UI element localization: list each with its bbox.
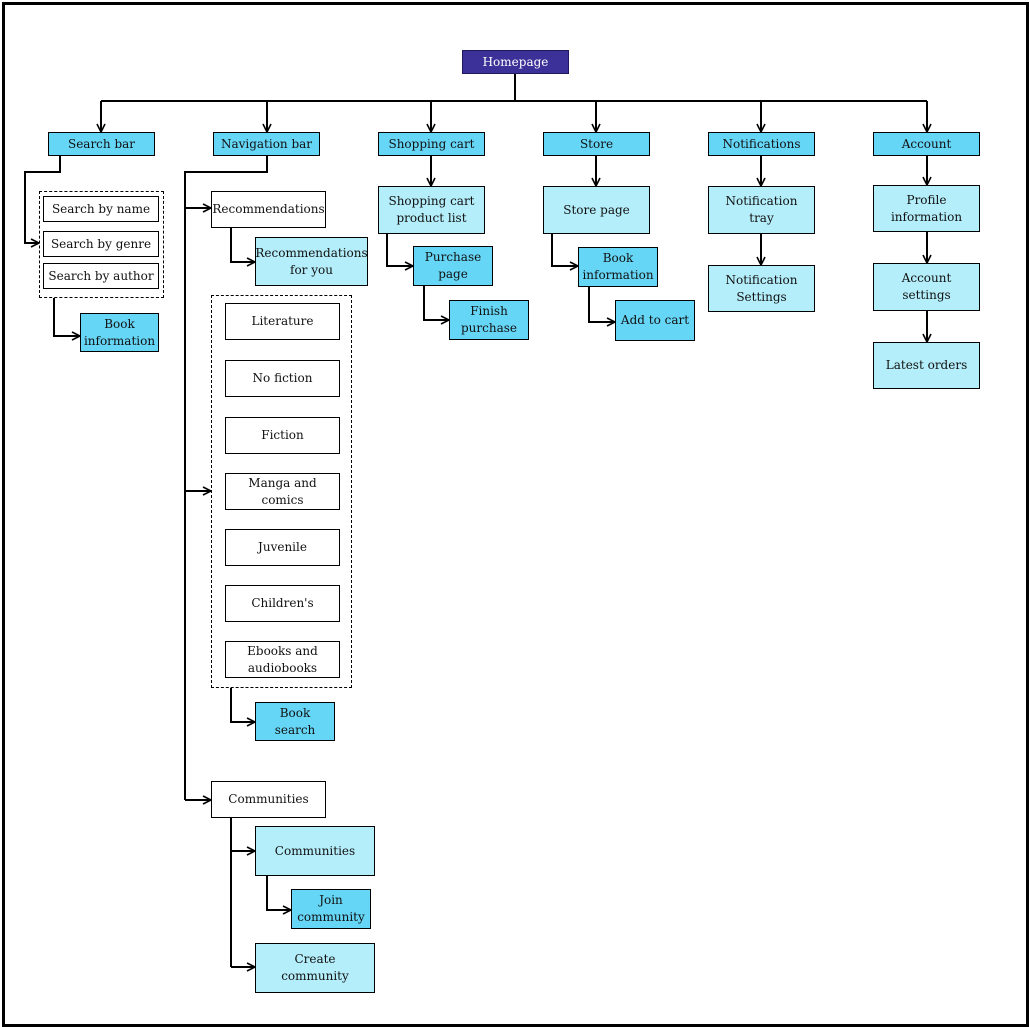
genre-literature-node: Literature (225, 303, 340, 340)
communities-node: Communities (211, 781, 326, 818)
communities-page-node: Communities (255, 826, 375, 876)
book-search-node: Book search (255, 702, 335, 741)
genre-fiction-node: Fiction (225, 417, 340, 454)
search-by-author-node: Search by author (43, 263, 159, 289)
search-by-genre-node: Search by genre (43, 231, 159, 257)
genre-no-fiction-node: No fiction (225, 360, 340, 397)
notification-tray-node: Notification tray (708, 186, 815, 234)
search-bar-node: Search bar (48, 132, 155, 156)
store-page-node: Store page (543, 186, 650, 234)
finish-purchase-node: Finish purchase (449, 300, 529, 340)
store-book-information-node: Book information (578, 247, 658, 287)
join-community-node: Join community (291, 889, 371, 929)
account-node: Account (873, 132, 980, 156)
genre-ebooks-and-audiobooks-node: Ebooks and audiobooks (225, 641, 340, 678)
search-options-group (39, 191, 164, 298)
create-community-node: Create community (255, 943, 375, 993)
recommendations-node: Recommendations (211, 191, 326, 228)
profile-information-node: Profile information (873, 185, 980, 232)
recommendations-for-you-node: Recommendations for you (255, 237, 368, 286)
genre-childrens-node: Children's (225, 585, 340, 622)
shopping-cart-node: Shopping cart (378, 132, 485, 156)
search-book-information-node: Book information (80, 313, 159, 352)
notifications-node: Notifications (708, 132, 815, 156)
purchase-page-node: Purchase page (413, 246, 493, 286)
genre-group (211, 295, 352, 688)
genre-juvenile-node: Juvenile (225, 529, 340, 566)
cart-product-list-node: Shopping cart product list (378, 186, 485, 234)
add-to-cart-node: Add to cart (615, 300, 695, 341)
genre-manga-and-comics-node: Manga and comics (225, 473, 340, 510)
navigation-bar-node: Navigation bar (213, 132, 320, 156)
notification-settings-node: Notification Settings (708, 265, 815, 312)
homepage-node: Homepage (462, 50, 569, 74)
latest-orders-node: Latest orders (873, 342, 980, 389)
search-by-name-node: Search by name (43, 196, 159, 222)
account-settings-node: Account settings (873, 263, 980, 311)
store-node: Store (543, 132, 650, 156)
